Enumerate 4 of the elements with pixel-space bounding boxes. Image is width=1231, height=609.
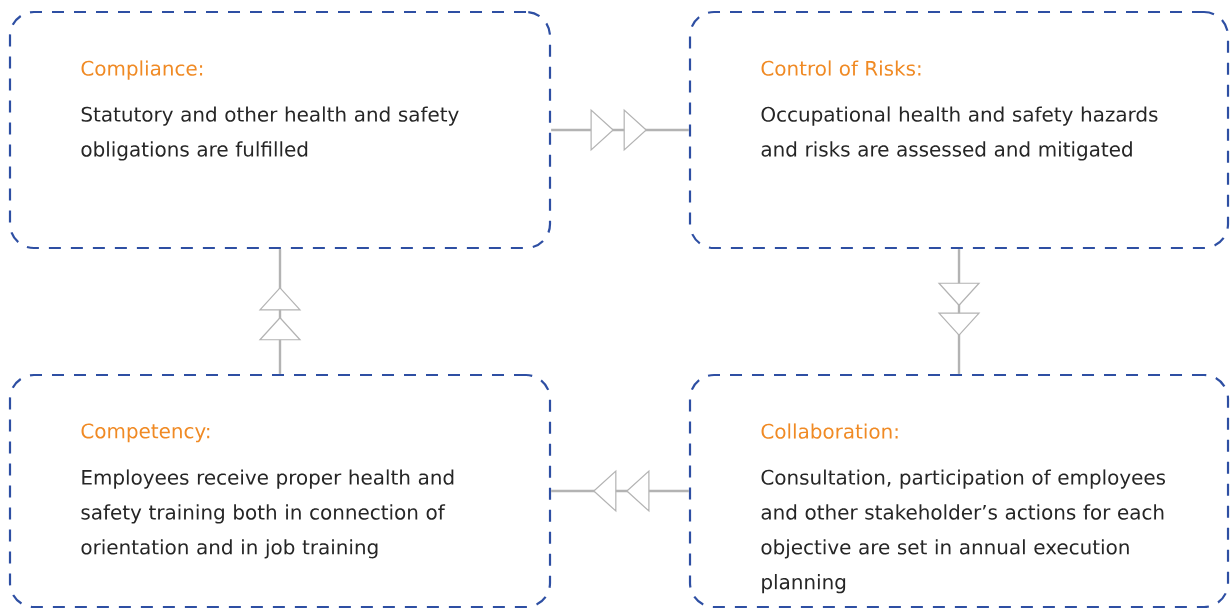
process-box: Collaboration: Consultation, participation of employees and other stakeholder’s actions for each objective are set in annual execution planning (688, 373, 1230, 609)
process-box: Control of Risks: Occupational health and safety hazards and risks are assessed and mitigated (688, 10, 1230, 250)
process-box: Compliance: Statutory and other health and safety obligations are fulfilled (8, 10, 552, 250)
process-box: Competency: Employees receive proper health and safety training both in connection of orientation and in job training (8, 373, 552, 609)
